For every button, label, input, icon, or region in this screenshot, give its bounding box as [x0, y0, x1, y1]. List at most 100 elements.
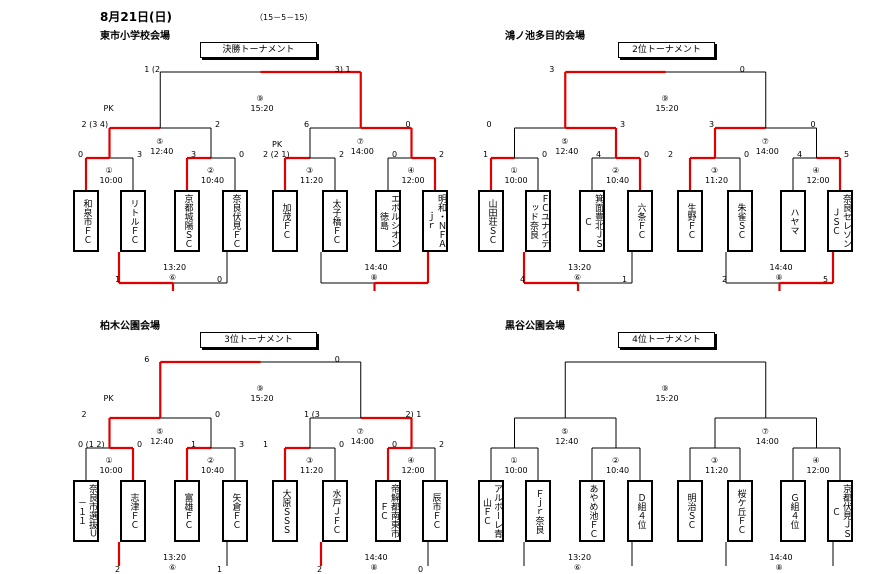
score-label: PK — [103, 394, 114, 403]
score-label: 2 — [81, 410, 87, 419]
score-label: 6 — [144, 355, 150, 364]
score-label: 0 — [810, 120, 816, 129]
score-label: 2 — [317, 565, 323, 574]
match-time: 13:20 — [568, 553, 592, 562]
team-box: 奈良市選抜Ｕ－１１ — [73, 480, 99, 542]
match-number: ③ — [711, 456, 719, 465]
team-box: 帝解都南東市ＦＣ — [375, 480, 401, 542]
match-time: 12:00 — [401, 466, 425, 475]
score-label: 6 — [304, 120, 310, 129]
match-time: 11:20 — [300, 466, 324, 475]
page-date: 8月21日(日) — [100, 10, 173, 24]
match-time: 12:00 — [806, 466, 830, 475]
score-label: 0 — [334, 355, 340, 364]
match-time: 11:20 — [705, 466, 729, 475]
score-label: 0 — [239, 150, 245, 159]
match-number: ⑤ — [561, 137, 569, 146]
match-number: ② — [612, 166, 620, 175]
score-label: 1 — [191, 440, 197, 449]
score-label: 0 — [137, 440, 143, 449]
match-number: ⑦ — [356, 137, 364, 146]
match-time: 14:40 — [364, 263, 388, 272]
team-box: 志津ＦＣ — [120, 480, 146, 542]
match-number: ⑦ — [761, 137, 769, 146]
score-label: 1 — [217, 565, 223, 574]
venue-label: 鴻ノ池多目的会場 — [505, 31, 585, 42]
team-box: ＦＣユナイテッド奈良 — [525, 190, 551, 252]
match-number: ① — [510, 166, 518, 175]
score-label: 2) 1 — [405, 410, 422, 419]
score-label: 3 — [191, 150, 197, 159]
score-label: 2 (3 4) — [81, 120, 109, 129]
match-time: 14:00 — [755, 437, 779, 446]
team-box: アルボーレ青山ＦＣ — [478, 480, 504, 542]
match-time: 10:40 — [201, 466, 225, 475]
match-time: 13:20 — [163, 553, 187, 562]
match-number: ⑧ — [775, 273, 783, 282]
team-box: あやめ池ＦＣ — [579, 480, 605, 542]
match-number: ④ — [407, 456, 415, 465]
score-label: 0 — [78, 150, 84, 159]
score-label: 4 — [797, 150, 803, 159]
match-time: 14:40 — [769, 553, 793, 562]
match-time: 15:20 — [655, 394, 679, 403]
match-time: 10:00 — [504, 176, 528, 185]
match-time: 10:00 — [504, 466, 528, 475]
team-box: 大原ＳＳＳ — [272, 480, 298, 542]
score-label: 0 (1 2) — [78, 440, 105, 449]
team-box: エボルシオン徳島 — [375, 190, 401, 252]
team-box: 山田荘ＳＣ — [478, 190, 504, 252]
match-number: ③ — [306, 456, 314, 465]
score-label: 0 — [542, 150, 548, 159]
match-number: ④ — [812, 166, 820, 175]
team-box: ハヤマ — [780, 190, 806, 252]
match-time: 10:40 — [606, 176, 630, 185]
tournament-title: 4位トーナメント — [618, 332, 715, 348]
match-number: ⑥ — [574, 273, 582, 282]
team-box: 六条ＦＣ — [627, 190, 653, 252]
match-number: ⑥ — [169, 273, 177, 282]
score-label: PK — [103, 104, 114, 113]
team-box: 明治ＳＣ — [677, 480, 703, 542]
match-time: 12:40 — [150, 147, 174, 156]
match-time: 15:20 — [655, 104, 679, 113]
score-label: 0 — [739, 65, 745, 74]
team-box: 和泉市ＦＣ — [73, 190, 99, 252]
score-label: 0 — [392, 440, 398, 449]
match-time: 11:20 — [705, 176, 729, 185]
score-label: 0 — [339, 440, 345, 449]
team-box: Ｄ組４位 — [627, 480, 653, 542]
match-number: ⑨ — [661, 94, 669, 103]
match-number: ⑦ — [761, 427, 769, 436]
team-box: 奈良伏見ＦＣ — [222, 190, 248, 252]
venue-label: 黒谷公園会場 — [505, 321, 565, 332]
match-number: ⑨ — [256, 384, 264, 393]
match-time: 13:20 — [568, 263, 592, 272]
score-label: 5 — [823, 275, 829, 284]
match-time: 14:40 — [769, 263, 793, 272]
match-number: ② — [612, 456, 620, 465]
score-label: 3 — [137, 150, 143, 159]
match-number: ⑧ — [370, 563, 378, 572]
match-time: 14:00 — [350, 147, 374, 156]
match-time: 12:40 — [555, 437, 579, 446]
match-time: 14:00 — [350, 437, 374, 446]
score-label: 0 — [215, 410, 221, 419]
score-label: 1 — [483, 150, 489, 159]
score-label: 1 — [263, 440, 269, 449]
match-number: ① — [510, 456, 518, 465]
team-box: 水戸ＪＦＣ — [322, 480, 348, 542]
score-label: 0 — [405, 120, 411, 129]
team-box: 箕面豊北ＪＳＣ — [579, 190, 605, 252]
score-label: 0 — [418, 565, 424, 574]
match-time: 12:40 — [555, 147, 579, 156]
match-time: 12:00 — [401, 176, 425, 185]
score-label: 3) 1 — [334, 65, 351, 74]
score-label: 3 — [239, 440, 245, 449]
match-number: ④ — [407, 166, 415, 175]
score-label: PK — [272, 140, 283, 149]
match-time: 10:40 — [606, 466, 630, 475]
team-box: 京都城陽ＳＣ — [174, 190, 200, 252]
team-box: 明和・ＮＦＡｊｒ — [422, 190, 448, 252]
